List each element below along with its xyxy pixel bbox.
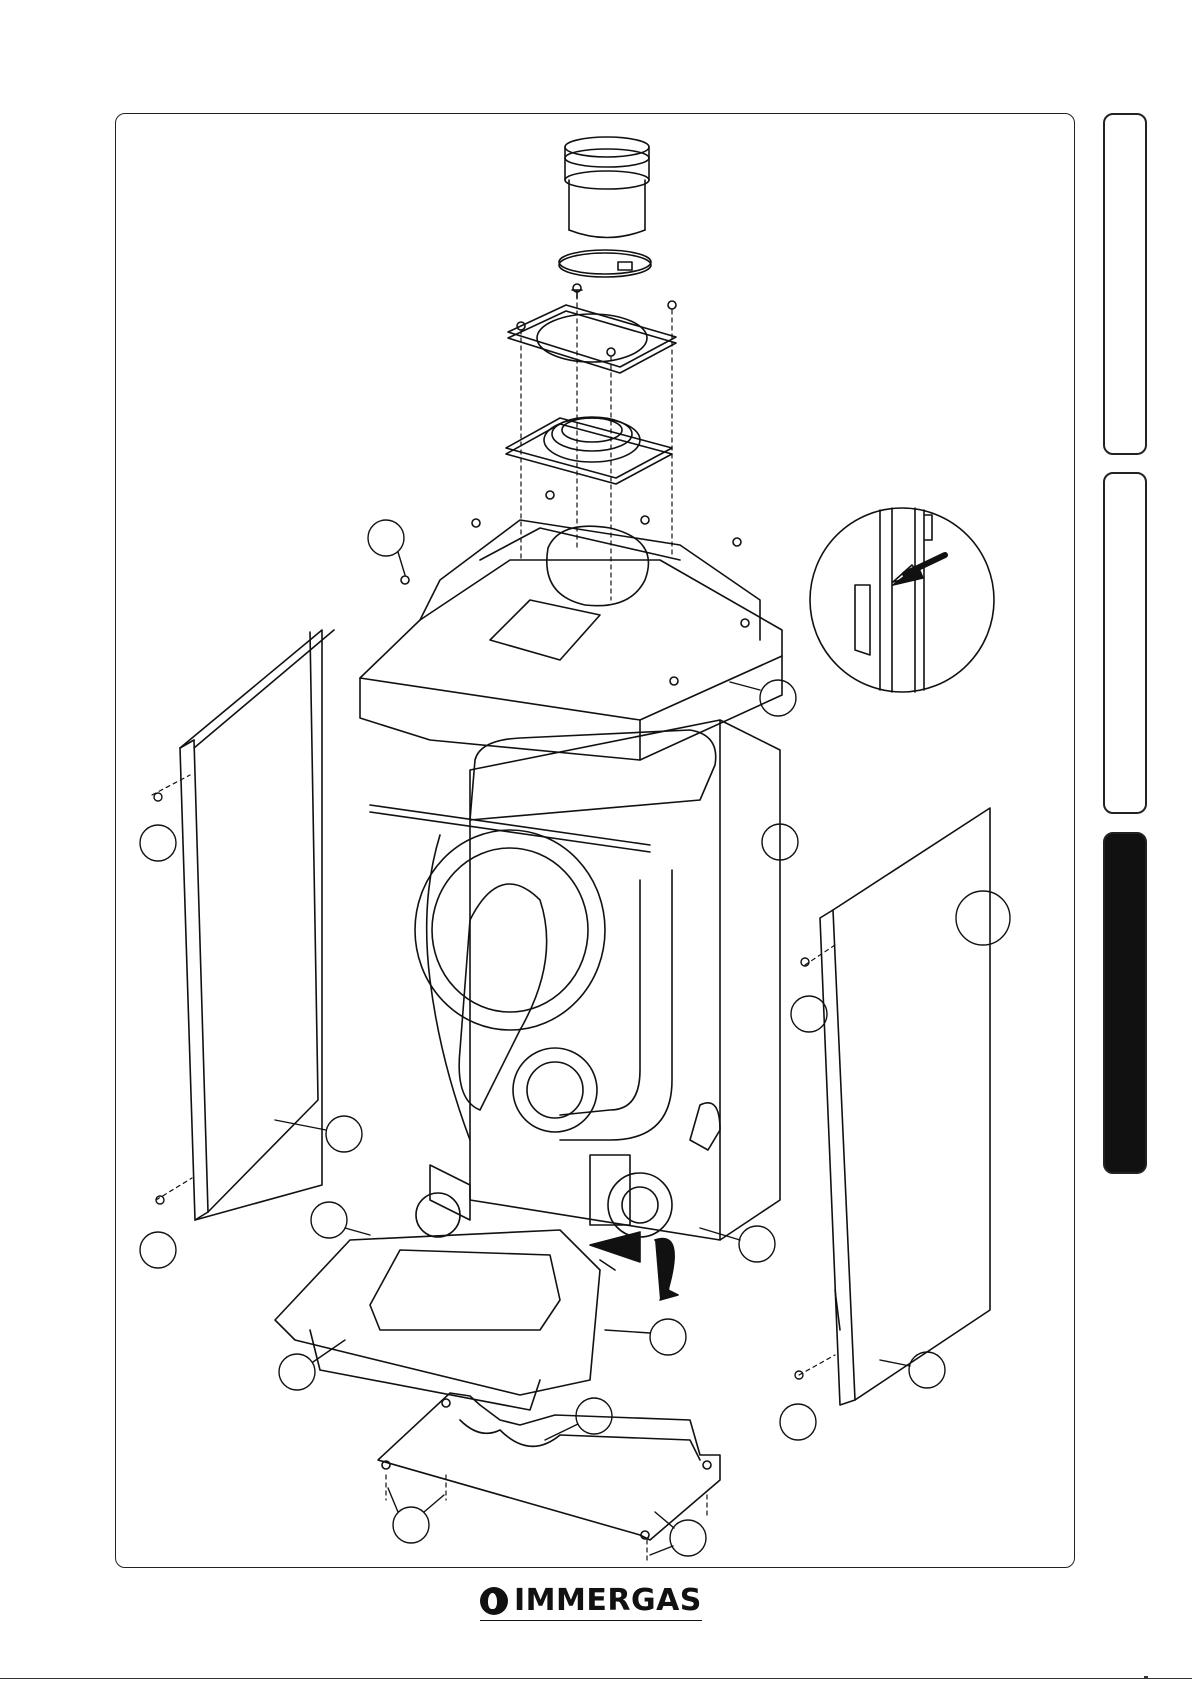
flue-plate-upper <box>508 305 676 373</box>
boiler-body <box>370 720 780 1240</box>
screws-top <box>401 284 749 685</box>
flue-plate-lower <box>506 417 672 484</box>
top-casing <box>360 520 782 760</box>
bottom-plate <box>378 1393 720 1540</box>
corner-mark <box>1144 1676 1148 1679</box>
brand-name: IMMERGAS <box>514 1586 702 1616</box>
detail-inset <box>810 508 994 692</box>
arrow-head <box>590 1232 640 1262</box>
immergas-logo: IMMERGAS <box>480 1584 702 1621</box>
assembly-guides <box>152 295 835 1560</box>
immergas-flame-logo-icon <box>480 1587 508 1615</box>
condensate-tray <box>275 1230 600 1410</box>
pipe-clamp <box>559 250 651 277</box>
page-bottom-rule <box>0 1678 1192 1679</box>
flue-pipe <box>565 137 649 238</box>
side-panel-left <box>180 630 334 1220</box>
